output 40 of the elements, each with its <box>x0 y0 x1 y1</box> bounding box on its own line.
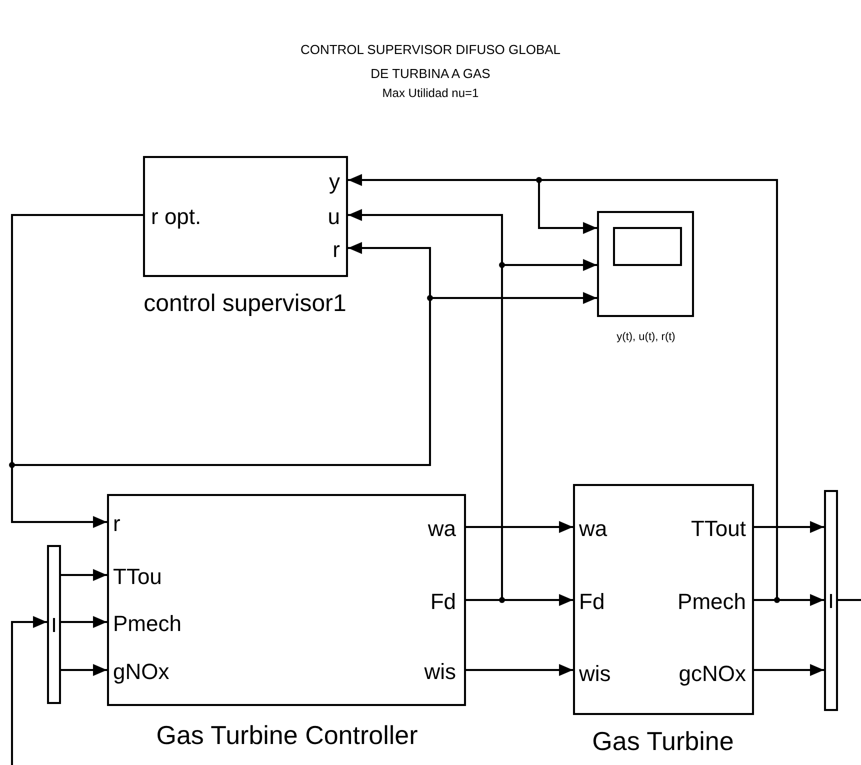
signal-line <box>11 616 47 765</box>
signal-line <box>754 521 824 533</box>
function-block <box>107 494 466 706</box>
port-label: wis <box>424 660 456 684</box>
port-label: Pmech <box>113 612 182 636</box>
port-label: gcNOx <box>678 662 746 686</box>
signal-line <box>466 664 573 676</box>
port-label: u <box>328 205 340 229</box>
signal-line <box>754 664 824 676</box>
subtitle-note: Max Utilidad nu=1 <box>382 86 479 100</box>
port-label: TTou <box>113 565 162 589</box>
signal-line <box>61 616 107 628</box>
signal-line <box>838 599 861 601</box>
port-label: Pmech <box>678 590 746 614</box>
port-label: Fd <box>430 590 456 614</box>
block-caption: y(t), u(t), r(t) <box>616 331 676 343</box>
block-caption: Gas Turbine Controller <box>156 720 418 751</box>
port-label: wa <box>428 517 456 541</box>
port-label: r <box>332 238 340 262</box>
port-label: TTout <box>690 517 746 541</box>
mux-bar <box>824 490 838 711</box>
port-label: r <box>113 512 120 536</box>
signal-line <box>466 521 573 533</box>
port-label: gNOx <box>113 660 170 684</box>
port-label: wa <box>579 517 608 541</box>
mux-bar <box>47 545 61 704</box>
signal-line <box>61 569 107 581</box>
port-label: y <box>329 170 340 194</box>
function-block <box>143 156 348 277</box>
function-block <box>573 484 754 715</box>
port-label: Fd <box>579 590 605 614</box>
signal-line <box>11 214 597 466</box>
signal-line <box>538 179 778 601</box>
block-caption: Gas Turbine <box>592 726 734 757</box>
scope-block <box>597 211 694 317</box>
signal-line <box>61 664 107 676</box>
port-label: r opt. <box>151 205 202 229</box>
diagram-title: CONTROL SUPERVISOR DIFUSO GLOBAL DE TURBINA A GAS <box>299 41 562 83</box>
block-caption: control supervisor1 <box>144 290 346 318</box>
port-label: wis <box>579 662 611 686</box>
